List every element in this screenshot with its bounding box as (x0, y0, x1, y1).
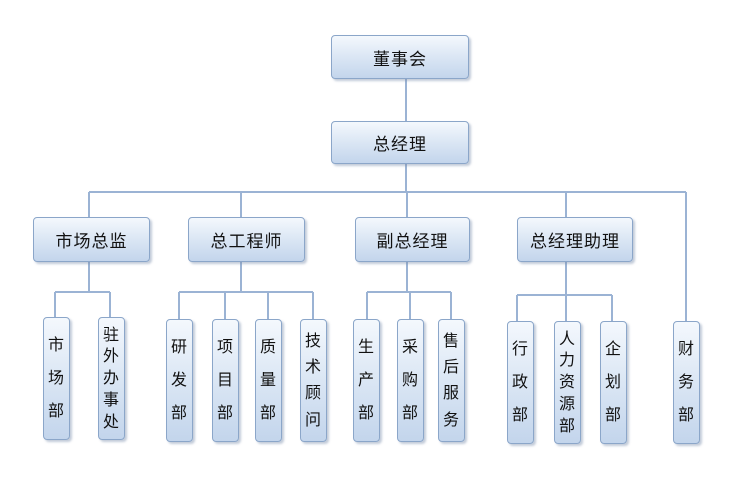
dept-char: 部 (47, 401, 65, 421)
dept-char: 采 (401, 337, 419, 357)
dept-market: 市 场 部 (43, 317, 70, 440)
dept-char: 质 (259, 337, 277, 357)
dept-hr: 人 力 资 源 部 (554, 321, 581, 444)
dept-char: 问 (304, 409, 322, 429)
dept-char: 生 (357, 337, 375, 357)
dept-admin: 行 政 部 (507, 321, 534, 444)
node-board: 董事会 (331, 35, 469, 79)
dept-planning: 企 划 部 (600, 321, 627, 444)
dept-after-sales: 售 后 服 务 (438, 319, 465, 442)
dept-char: 划 (604, 372, 622, 392)
node-chief-engineer-label: 总工程师 (210, 232, 283, 252)
dept-char: 售 (442, 330, 460, 350)
dept-rnd: 研 发 部 (166, 319, 193, 442)
node-chief-engineer: 总工程师 (188, 217, 305, 262)
node-general-manager-label: 总经理 (373, 135, 427, 155)
dept-char: 财 (677, 339, 695, 359)
dept-char: 人 (558, 328, 576, 348)
dept-char: 量 (259, 370, 277, 390)
dept-char: 顾 (304, 383, 322, 403)
dept-project: 项 目 部 (212, 319, 239, 442)
dept-char: 部 (604, 405, 622, 425)
dept-char: 驻 (102, 324, 120, 344)
dept-char: 行 (511, 339, 529, 359)
dept-tech-advisor: 技 术 顾 问 (300, 319, 327, 442)
node-marketing-director-label: 市场总监 (55, 232, 128, 252)
dept-char: 政 (511, 372, 529, 392)
dept-production: 生 产 部 (353, 319, 380, 442)
node-deputy-gm-label: 副总经理 (376, 232, 449, 252)
dept-char: 部 (357, 403, 375, 423)
dept-purchasing: 采 购 部 (397, 319, 424, 442)
dept-char: 源 (558, 394, 576, 414)
dept-char: 研 (170, 337, 188, 357)
dept-char: 部 (511, 405, 529, 425)
dept-char: 力 (558, 350, 576, 370)
dept-char: 项 (216, 337, 234, 357)
dept-char: 处 (102, 412, 120, 432)
dept-char: 部 (259, 403, 277, 423)
dept-char: 术 (304, 357, 322, 377)
dept-char: 部 (558, 416, 576, 436)
dept-char: 务 (442, 409, 460, 429)
dept-finance: 财 务 部 (673, 321, 700, 444)
dept-char: 事 (102, 390, 120, 410)
dept-char: 目 (216, 370, 234, 390)
dept-char: 部 (677, 405, 695, 425)
dept-char: 部 (216, 403, 234, 423)
dept-char: 场 (47, 368, 65, 388)
node-gm-assistant: 总经理助理 (517, 217, 633, 262)
dept-quality: 质 量 部 (255, 319, 282, 442)
dept-char: 产 (357, 370, 375, 390)
dept-char: 办 (102, 368, 120, 388)
node-deputy-gm: 副总经理 (355, 217, 470, 262)
dept-char: 技 (304, 330, 322, 350)
node-gm-assistant-label: 总经理助理 (530, 232, 620, 252)
dept-char: 外 (102, 346, 120, 366)
node-general-manager: 总经理 (331, 121, 469, 164)
dept-char: 购 (401, 370, 419, 390)
dept-char: 部 (401, 403, 419, 423)
dept-char: 发 (170, 370, 188, 390)
node-marketing-director: 市场总监 (33, 217, 150, 262)
node-board-label: 董事会 (373, 49, 427, 70)
dept-field-office: 驻 外 办 事 处 (98, 317, 125, 440)
dept-char: 企 (604, 339, 622, 359)
dept-char: 服 (442, 383, 460, 403)
dept-char: 资 (558, 372, 576, 392)
dept-char: 后 (442, 357, 460, 377)
dept-char: 务 (677, 372, 695, 392)
dept-char: 部 (170, 403, 188, 423)
dept-char: 市 (47, 335, 65, 355)
